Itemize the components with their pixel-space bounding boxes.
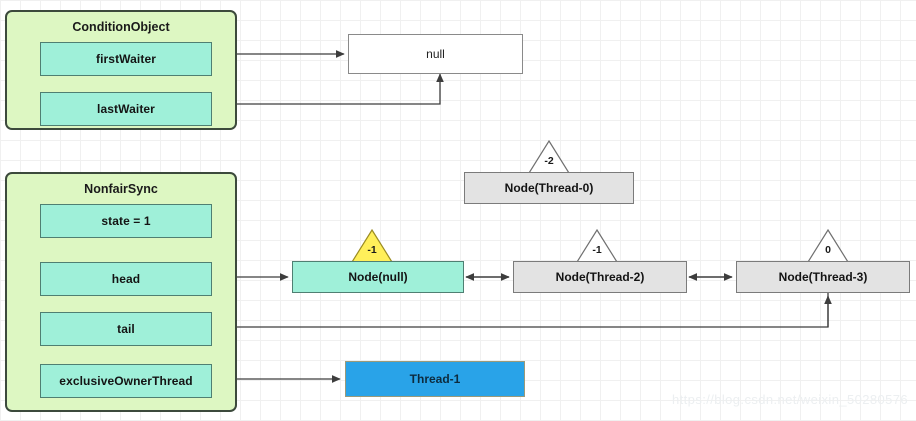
panel-title-nonfair-sync: NonfairSync [84, 182, 158, 196]
wait-status-label-node-null: -1 [367, 244, 377, 256]
edge-node-thread-3-to-tail [215, 293, 832, 331]
node-thread-0[interactable]: Node(Thread-0) [464, 172, 634, 204]
node-null-label: Node(null) [348, 270, 408, 284]
wait-status-label-node-thread-0: -2 [544, 155, 554, 167]
node-thread-3-label: Node(Thread-3) [778, 270, 868, 284]
wait-status-triangle-node-thread-2: -1 [575, 228, 619, 263]
panel-title-condition-object: ConditionObject [72, 20, 170, 34]
field-label-state: state = 1 [101, 214, 151, 228]
watermark: https://blog.csdn.net/weixin_50280576 [672, 392, 908, 407]
thread-1-box-label: Thread-1 [409, 372, 461, 386]
wait-status-label-node-thread-2: -1 [592, 244, 602, 256]
field-head[interactable]: head [40, 262, 212, 296]
field-label-tail: tail [117, 322, 135, 336]
field-label-exclusive-owner-thread: exclusiveOwnerThread [59, 374, 193, 388]
node-null[interactable]: Node(null) [292, 261, 464, 293]
wait-status-triangle-node-null: -1 [350, 228, 394, 263]
panel-condition-object[interactable]: ConditionObject firstWaiter lastWaiter [5, 10, 237, 130]
field-label-last-waiter: lastWaiter [97, 102, 155, 116]
field-first-waiter[interactable]: firstWaiter [40, 42, 212, 76]
node-thread-2-label: Node(Thread-2) [555, 270, 645, 284]
thread-1-box[interactable]: Thread-1 [345, 361, 525, 397]
node-thread-2[interactable]: Node(Thread-2) [513, 261, 687, 293]
field-exclusive-owner-thread[interactable]: exclusiveOwnerThread [40, 364, 212, 398]
field-state[interactable]: state = 1 [40, 204, 212, 238]
field-label-head: head [111, 272, 141, 286]
panel-nonfair-sync[interactable]: NonfairSync state = 1 head tail exclusiv… [5, 172, 237, 412]
null-box-label: null [426, 47, 445, 61]
wait-status-triangle-node-thread-0: -2 [527, 139, 571, 174]
node-thread-3[interactable]: Node(Thread-3) [736, 261, 910, 293]
field-last-waiter[interactable]: lastWaiter [40, 92, 212, 126]
null-box[interactable]: null [348, 34, 523, 74]
wait-status-triangle-node-thread-3: 0 [806, 228, 850, 263]
edge-last-waiter-to-null [210, 73, 444, 105]
wait-status-label-node-thread-3: 0 [825, 244, 831, 256]
node-thread-0-label: Node(Thread-0) [504, 181, 594, 195]
field-tail[interactable]: tail [40, 312, 212, 346]
field-label-first-waiter: firstWaiter [96, 52, 156, 66]
